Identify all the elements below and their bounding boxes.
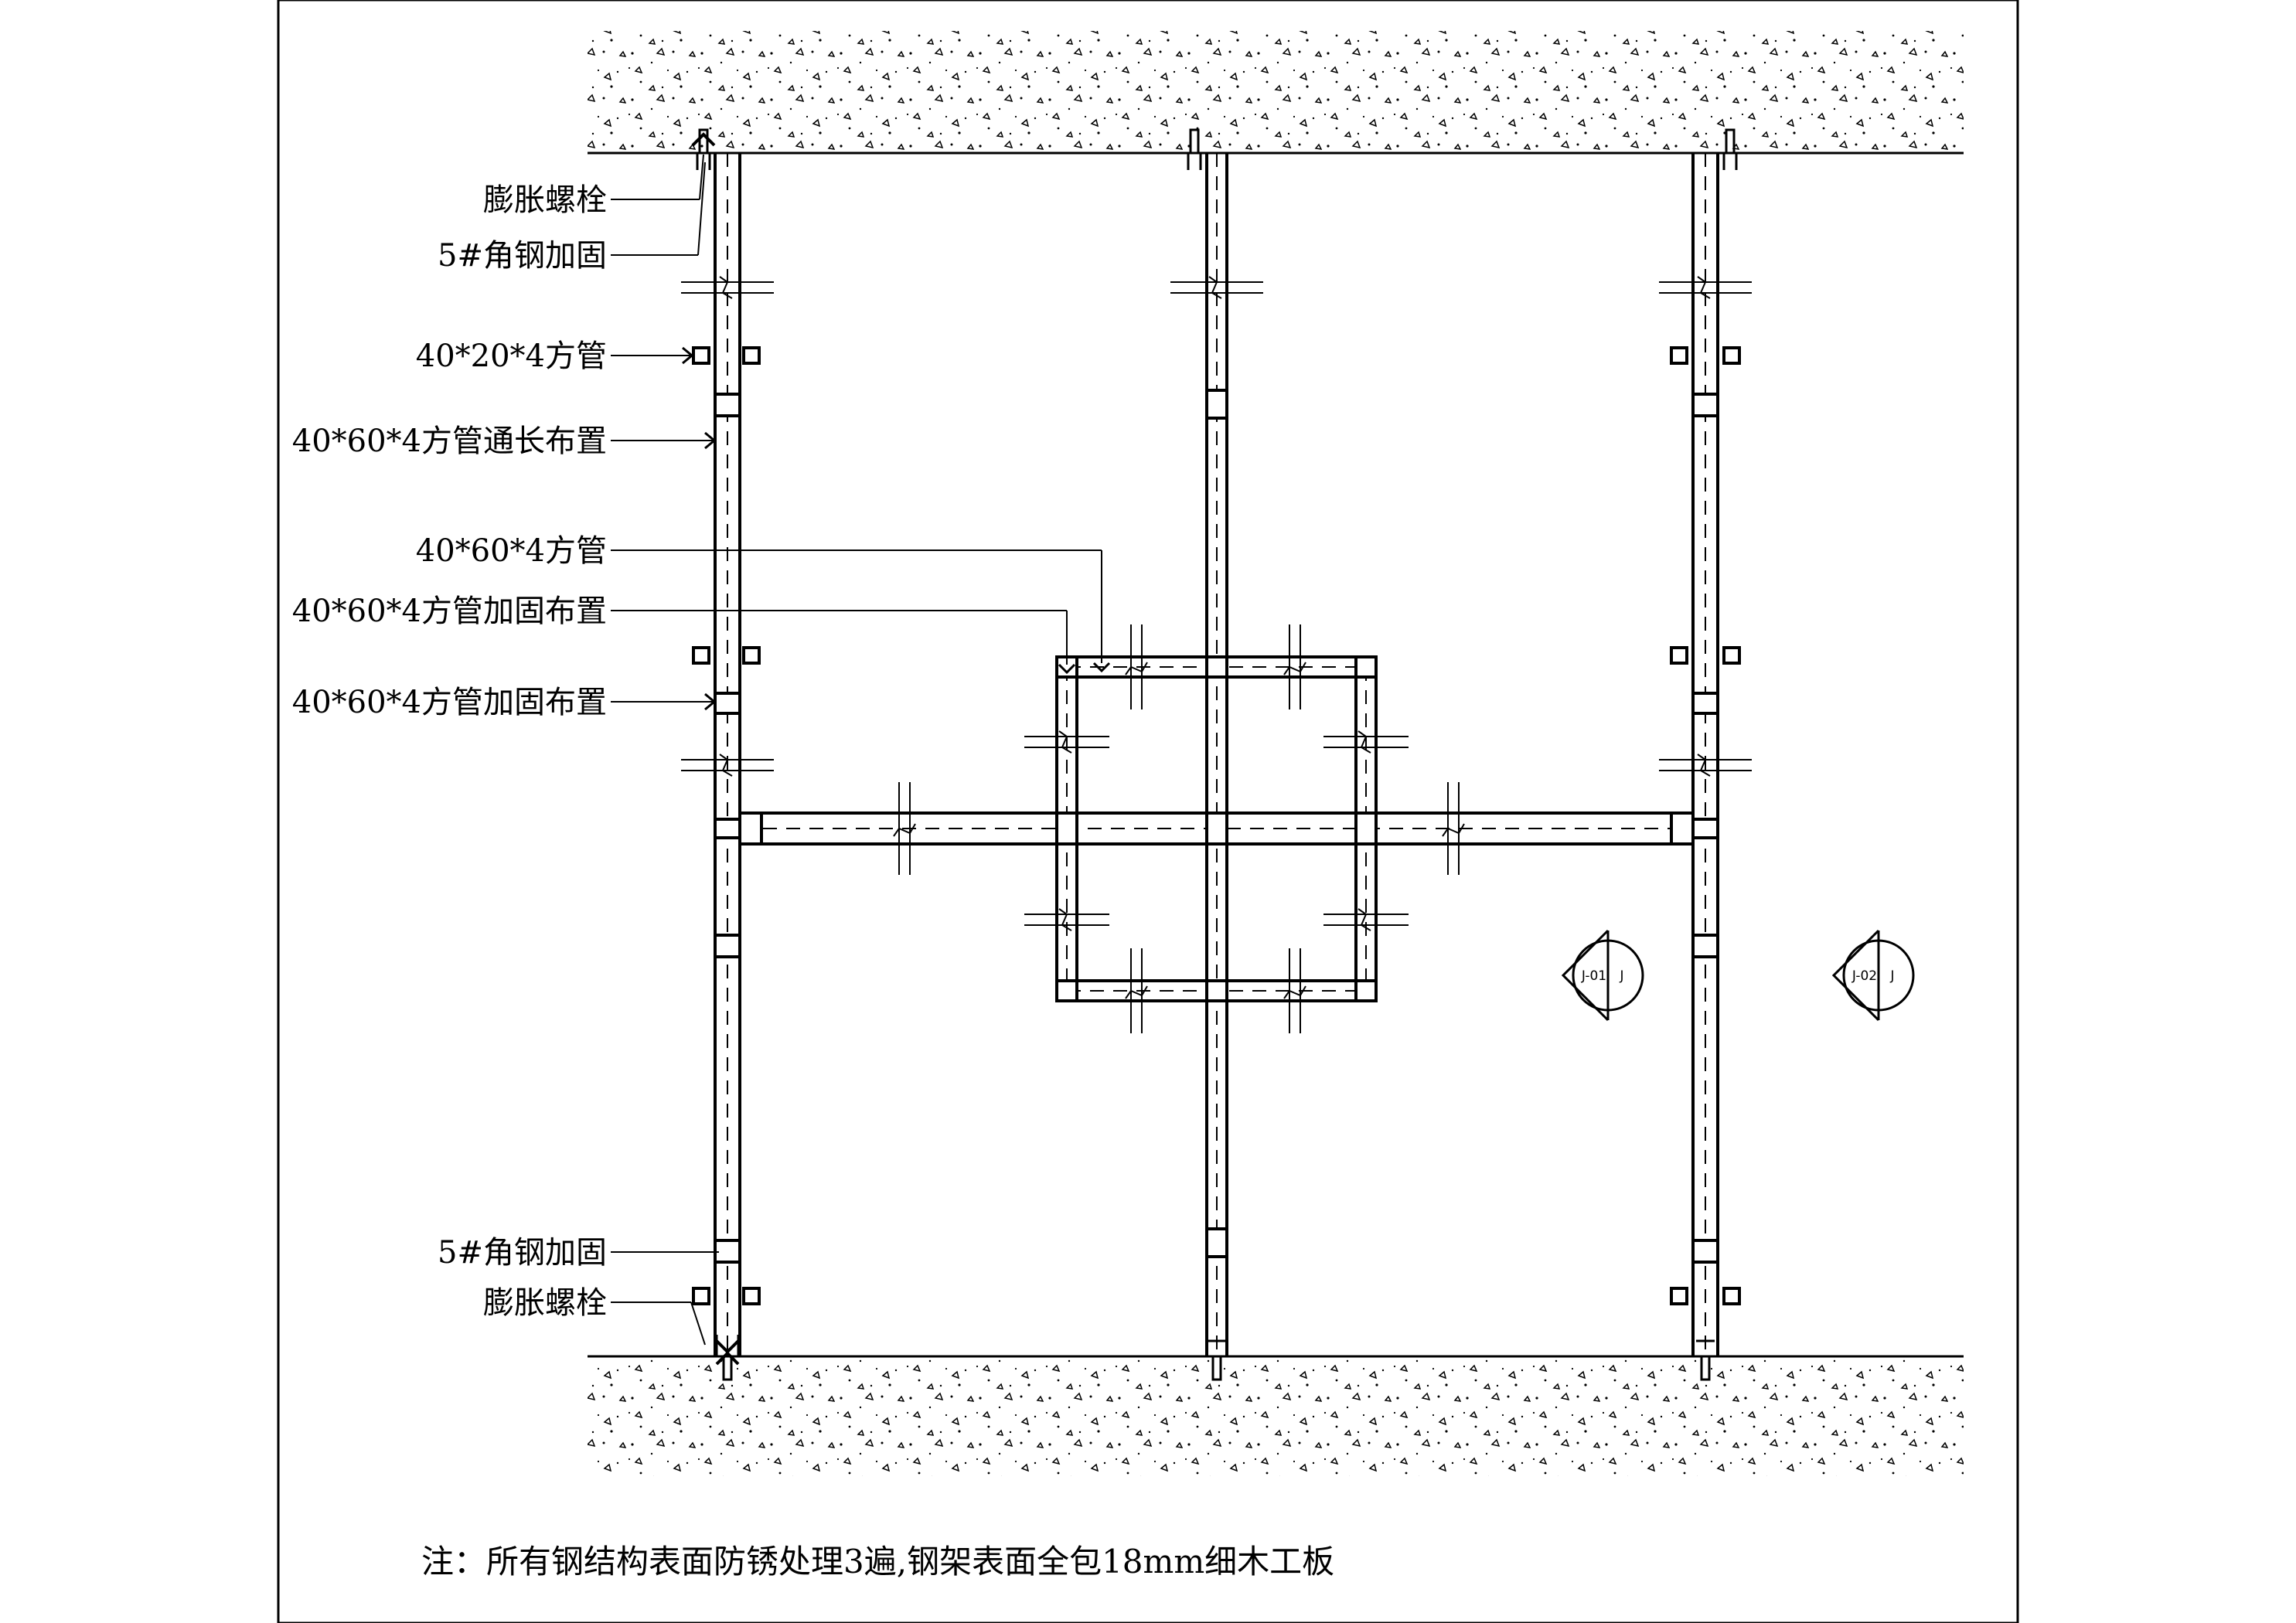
label-angle-steel-bottom: 5#角钢加固: [438, 1235, 607, 1271]
detail-tag-1-id: J-01: [1581, 968, 1606, 984]
steel-post-middle: [1205, 153, 1228, 1356]
detail-tag-1-letter: J: [1619, 968, 1623, 984]
footnote: 注：所有钢结构表面防锈处理3遍,钢架表面全包18mm细木工板: [421, 1543, 1334, 1580]
center-frame: [1055, 655, 1378, 1002]
label-expansion-bolt-top: 膨胀螺栓: [483, 182, 607, 218]
label-tube-continuous: 40*60*4方管通长布置: [292, 424, 607, 459]
anchor-bolts: [691, 128, 1738, 1381]
label-angle-steel-top: 5#角钢加固: [438, 238, 607, 274]
sheet-border: [277, 0, 2019, 1623]
label-tube-reinforce-1: 40*60*4方管加固布置: [292, 594, 607, 629]
floor-slab: [588, 1355, 1964, 1476]
detail-tag-2-id: J-02: [1851, 968, 1877, 984]
label-tube-reinforce-2: 40*60*4方管加固布置: [292, 685, 607, 720]
ceiling-slab: [588, 31, 1964, 155]
leader-lines: [611, 154, 1111, 1346]
label-expansion-bolt-bottom: 膨胀螺栓: [483, 1285, 607, 1321]
detail-tag-1: J-01 J: [1561, 929, 1644, 1022]
steel-post-right: [1691, 153, 1719, 1356]
tubes-40x20: [692, 346, 1741, 1305]
detail-tag-2-letter: J: [1889, 968, 1894, 984]
label-tube-40x20: 40*20*4方管: [416, 339, 607, 374]
tube-sections: [714, 389, 1719, 1264]
label-tube-40x60: 40*60*4方管: [416, 533, 607, 569]
break-marks: [681, 276, 1752, 1033]
detail-tag-2: J-02 J: [1831, 929, 1915, 1022]
steel-post-left: [714, 153, 741, 1356]
